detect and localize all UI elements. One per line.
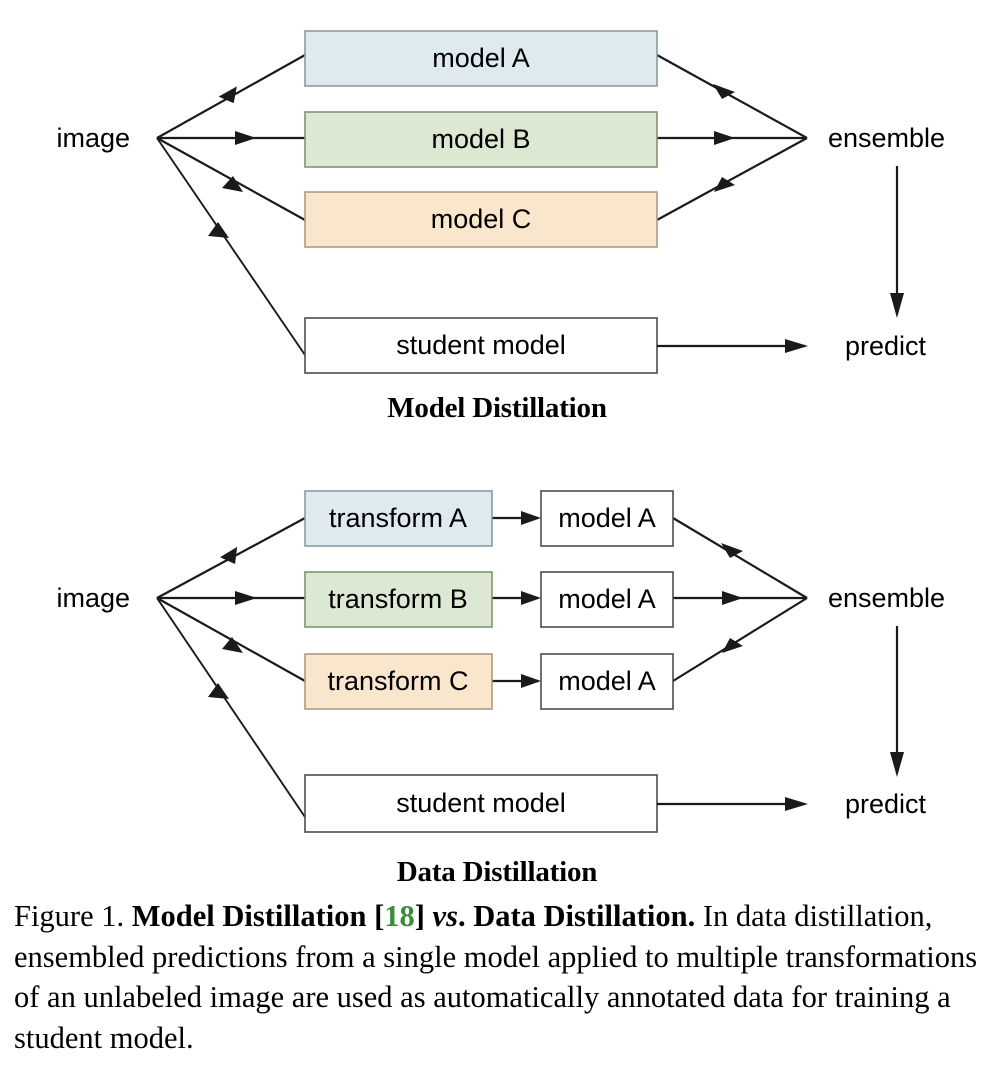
transform-box-a-group[interactable]: transform A bbox=[304, 490, 493, 547]
data-model-box-1[interactable] bbox=[540, 490, 674, 547]
edge-model-c-to-ensemble bbox=[656, 137, 808, 221]
arrowhead-image-to-transform-b bbox=[235, 591, 257, 605]
fanout-edges-model bbox=[156, 54, 306, 356]
edge-student-to-predict-1-group bbox=[657, 339, 808, 353]
arrowhead-image-to-model-a bbox=[218, 86, 237, 104]
image-label-1: image bbox=[56, 123, 130, 153]
model-box-a[interactable] bbox=[304, 30, 658, 87]
arrowhead-image-to-student-2 bbox=[208, 683, 229, 699]
transform-box-b-label: transform B bbox=[328, 584, 468, 614]
caption-bold-data-distillation: . Data Distillation. bbox=[457, 899, 696, 933]
model-box-c[interactable] bbox=[304, 191, 658, 248]
arrowhead-transform-a-to-model-a bbox=[521, 511, 541, 525]
data-model-box-3[interactable] bbox=[540, 653, 674, 710]
model-box-a-group[interactable]: model A bbox=[304, 30, 658, 87]
student-model-box-2[interactable] bbox=[304, 774, 658, 833]
transform-box-a[interactable] bbox=[304, 490, 493, 547]
edge-model-a1-to-ensemble bbox=[672, 517, 808, 599]
arrowhead-transform-c-to-model-c bbox=[521, 674, 541, 688]
figure-caption: Figure 1. Model Distillation [18] vs. Da… bbox=[14, 896, 980, 1058]
edges-transform-to-model bbox=[492, 511, 541, 688]
arrowhead-image-to-model-b bbox=[235, 131, 256, 145]
caption-bracket-open: [ bbox=[374, 899, 385, 933]
model-box-c-group[interactable]: model C bbox=[304, 191, 658, 248]
edge-image-to-student bbox=[156, 137, 306, 356]
transform-box-c[interactable] bbox=[304, 653, 493, 710]
ensemble-label-1: ensemble bbox=[828, 123, 945, 153]
data-distillation-title: Data Distillation bbox=[396, 856, 598, 888]
data-model-box-2[interactable] bbox=[540, 571, 674, 628]
arrowhead-model-a1-to-ensemble bbox=[721, 543, 743, 558]
edge-student-to-predict-2-group bbox=[657, 797, 808, 811]
arrowhead-image-to-model-c bbox=[222, 176, 243, 192]
arrowhead-image-to-transform-c bbox=[222, 637, 243, 653]
arrowhead-model-a-to-ensemble bbox=[713, 84, 735, 99]
data-model-box-3-group[interactable]: model A bbox=[540, 653, 674, 710]
transform-box-c-label: transform C bbox=[327, 666, 468, 696]
data-model-box-1-group[interactable]: model A bbox=[540, 490, 674, 547]
data-model-box-2-group[interactable]: model A bbox=[540, 571, 674, 628]
caption-body-text: In data distillation, ensembled predicti… bbox=[14, 899, 978, 1055]
student-model-box-2-label: student model bbox=[396, 788, 566, 818]
arrowhead-student-to-predict-2 bbox=[785, 797, 808, 811]
predict-label-2: predict bbox=[845, 789, 927, 819]
model-box-c-label: model C bbox=[431, 204, 532, 234]
caption-figure-number: Figure 1. bbox=[14, 899, 132, 933]
fanin-edges-model bbox=[656, 54, 808, 221]
arrowhead-model-a3-to-ensemble bbox=[722, 638, 743, 653]
model-distillation-diagram: model A model B model C student model im… bbox=[56, 30, 945, 374]
model-box-b[interactable] bbox=[304, 111, 658, 168]
model-box-a-label: model A bbox=[432, 43, 530, 73]
student-model-box-group-1[interactable]: student model bbox=[304, 317, 658, 374]
model-box-b-group[interactable]: model B bbox=[304, 111, 658, 168]
transform-box-c-group[interactable]: transform C bbox=[304, 653, 493, 710]
edge-ensemble-to-predict-1-group bbox=[890, 166, 904, 318]
edge-model-a-to-ensemble bbox=[656, 54, 808, 139]
caption-bold-model-distillation: Model Distillation bbox=[131, 899, 375, 933]
arrowhead-ensemble-to-predict-2 bbox=[890, 752, 904, 777]
caption-bracket-close: ] bbox=[414, 899, 433, 933]
transform-box-b-group[interactable]: transform B bbox=[304, 571, 493, 628]
model-distillation-title: Model Distillation bbox=[387, 392, 607, 424]
caption-italic-vs: vs bbox=[432, 899, 458, 933]
model-box-b-label: model B bbox=[431, 124, 530, 154]
edge-ensemble-to-predict-2-group bbox=[890, 626, 904, 777]
arrowhead-image-to-transform-a bbox=[220, 546, 238, 564]
edge-model-a3-to-ensemble bbox=[672, 597, 808, 682]
data-model-box-2-label: model A bbox=[558, 584, 656, 614]
data-model-box-3-label: model A bbox=[558, 666, 656, 696]
transform-box-b[interactable] bbox=[304, 571, 493, 628]
arrowhead-ensemble-to-predict-1 bbox=[890, 293, 904, 318]
predict-label-1: predict bbox=[845, 331, 927, 361]
arrowhead-image-to-student bbox=[208, 222, 229, 238]
arrowhead-model-b-to-ensemble bbox=[714, 131, 735, 145]
data-model-box-1-label: model A bbox=[558, 503, 656, 533]
caption-citation-18[interactable]: 18 bbox=[384, 899, 415, 933]
arrowhead-transform-b-to-model-b bbox=[521, 591, 541, 605]
ensemble-label-2: ensemble bbox=[828, 583, 945, 613]
fanout-edges-data bbox=[156, 517, 306, 818]
arrowhead-model-a2-to-ensemble bbox=[722, 591, 743, 605]
student-model-box-1-label: student model bbox=[396, 330, 566, 360]
arrowhead-student-to-predict-1 bbox=[785, 339, 808, 353]
student-model-box-group-2[interactable]: student model bbox=[304, 774, 658, 833]
transform-box-a-label: transform A bbox=[329, 503, 467, 533]
fanin-edges-data bbox=[672, 517, 808, 682]
arrowhead-model-c-to-ensemble bbox=[714, 177, 735, 192]
edge-image-to-student-2 bbox=[156, 597, 306, 818]
image-label-2: image bbox=[56, 583, 130, 613]
data-distillation-diagram: transform A transform B transform C mode… bbox=[56, 490, 945, 833]
